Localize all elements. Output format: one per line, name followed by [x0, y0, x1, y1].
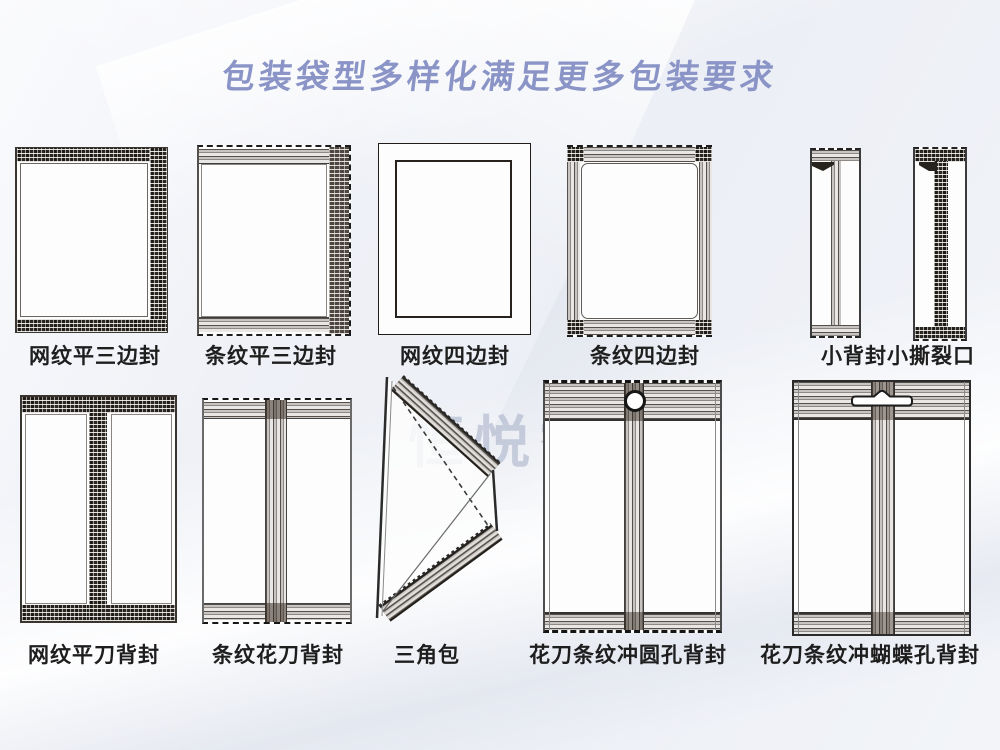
corner-seal: [567, 320, 584, 335]
bag-label: 条纹平三边封: [205, 344, 337, 368]
bottom-seal: [915, 327, 965, 339]
seal-overlap: [265, 400, 288, 419]
seal-overlap: [265, 603, 288, 622]
bag-body: [25, 414, 87, 604]
bag-figure-small-back-seal-mesh: [913, 147, 967, 341]
bag-figure-stripe-back-seal: [202, 398, 352, 624]
bag-label: 三角包: [394, 643, 460, 667]
bag-label: 网纹平三边封: [29, 344, 161, 368]
right-seal: [150, 148, 167, 332]
bag-figure-mesh-back-seal: [20, 395, 177, 623]
top-seal: [17, 148, 167, 162]
bag-body: [20, 163, 148, 317]
bag-figure-stripe-four-side: [567, 145, 712, 337]
bag-label: 条纹花刀背封: [212, 643, 344, 667]
back-seal-column: [265, 400, 288, 622]
bottom-seal: [567, 320, 712, 335]
bottom-seal: [812, 325, 859, 336]
bottom-seal: [199, 317, 349, 332]
back-seal-column: [88, 397, 107, 621]
bag-label: 小背封小撕裂口: [821, 344, 975, 368]
bag-label: 条纹四边封: [590, 344, 700, 368]
corner-seal: [695, 320, 712, 335]
seal-overlap: [623, 612, 644, 630]
right-seal: [329, 147, 349, 334]
round-hang-hole: [623, 390, 646, 412]
bag-figure-round-hole-back-seal: [543, 380, 722, 633]
butterfly-hang-hole: [850, 390, 913, 407]
bag-body: [581, 163, 698, 319]
edge-line: [964, 382, 965, 634]
corner-seal: [695, 147, 712, 162]
bottom-seal: [17, 319, 167, 332]
top-seal: [812, 150, 859, 161]
back-seal-column: [934, 161, 948, 327]
tear-notch: [919, 162, 937, 171]
bag-figure-small-back-seal-stripe: [810, 148, 861, 338]
bag-figure-triangle-pack: [375, 375, 503, 622]
right-seal: [699, 147, 712, 335]
bag-body: [110, 414, 172, 604]
bag-figure-stripe-three-side: [197, 145, 351, 336]
top-seal: [567, 147, 712, 162]
corner-seal: [567, 147, 584, 162]
bag-figure-mesh-three-side: [15, 147, 168, 333]
bag-label: 花刀条纹冲圆孔背封: [529, 643, 727, 667]
seal-overlap: [870, 612, 895, 634]
bag-label: 网纹平刀背封: [28, 643, 160, 667]
bag-label: 网纹四边封: [400, 344, 510, 368]
edge-line: [715, 383, 716, 630]
bag-body: [395, 160, 512, 318]
bag-figure-mesh-four-side: [378, 143, 531, 335]
bag-figure-butterfly-hole-back-seal: [792, 380, 971, 636]
back-seal-column: [830, 161, 841, 325]
bag-body: [201, 164, 327, 317]
edge-line: [798, 382, 799, 634]
top-seal: [199, 149, 349, 164]
page-title: 包装袋型多样化满足更多包装要求: [219, 57, 780, 96]
edge-line: [549, 383, 550, 630]
bag-label: 花刀条纹冲蝴蝶孔背封: [760, 643, 980, 667]
left-seal: [567, 147, 580, 335]
